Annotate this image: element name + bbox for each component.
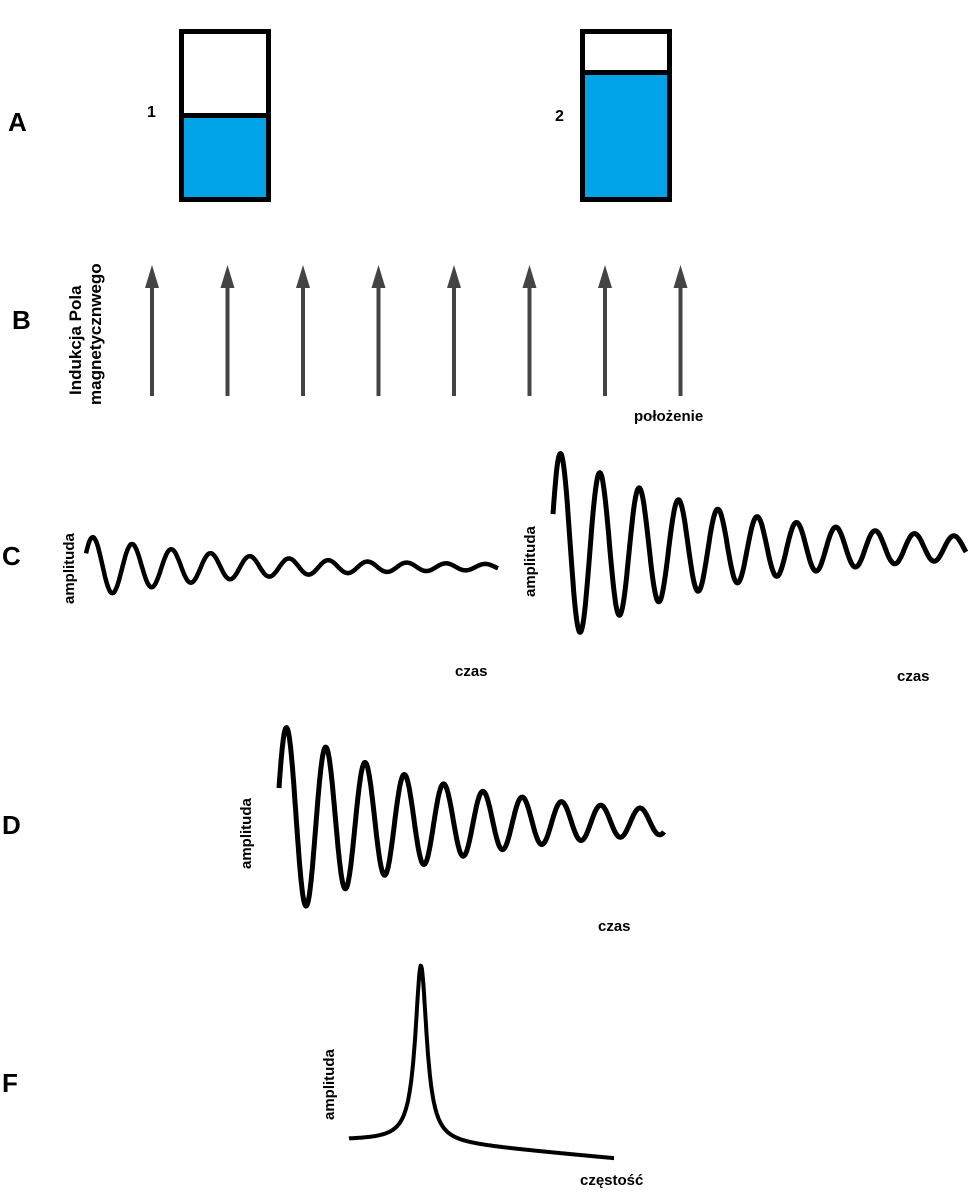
f-xlabel: częstość xyxy=(580,1172,644,1189)
c-left-xlabel: czas xyxy=(455,663,488,680)
c-left-curve xyxy=(83,534,500,596)
f-resonance-curve xyxy=(347,963,616,1161)
b-xlabel: położenie xyxy=(634,408,704,425)
field-arrow-head xyxy=(371,265,386,288)
c-right-xlabel: czas xyxy=(897,668,930,685)
vessel-1-label: 1 xyxy=(147,104,156,121)
vessel-1-fill xyxy=(184,112,266,197)
vessel-2-label: 2 xyxy=(555,108,564,125)
vessel-2-fill xyxy=(585,69,667,197)
field-arrows xyxy=(145,265,688,396)
vessel-2 xyxy=(580,29,672,202)
field-arrow-head xyxy=(296,265,310,288)
row-label-f: F xyxy=(2,1068,18,1098)
d-curve xyxy=(276,725,666,909)
row-label-a: A xyxy=(8,107,27,137)
field-arrow-head xyxy=(447,265,461,288)
field-arrow-head xyxy=(220,265,235,288)
vessel-1 xyxy=(179,29,271,202)
field-arrow-head xyxy=(598,265,612,288)
d-xlabel: czas xyxy=(598,918,631,935)
field-arrow-head xyxy=(522,265,537,288)
field-arrow-head xyxy=(145,265,159,288)
c-right-curve xyxy=(550,451,969,635)
field-arrow-head xyxy=(673,265,688,288)
row-label-c: C xyxy=(2,541,21,571)
row-label-d: D xyxy=(2,810,21,840)
row-label-b: B xyxy=(12,305,31,335)
